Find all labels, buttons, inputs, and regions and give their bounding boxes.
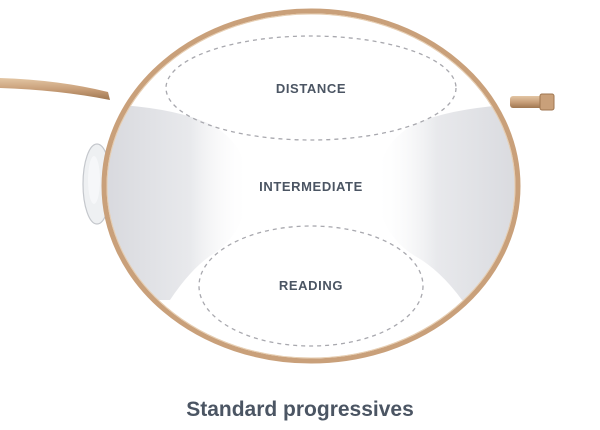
reading-zone-label: READING [279,278,343,293]
blur-regions [104,104,518,300]
left-temple-arm [0,78,110,100]
left-blur-region [104,104,250,300]
diagram-caption: Standard progressives [186,398,414,421]
lens-frame [101,8,521,364]
right-hinge [510,93,555,111]
reading-zone-outline [198,225,424,347]
distance-zone-label: DISTANCE [276,81,346,96]
distance-zone-outline [165,35,457,141]
intermediate-zone-label: INTERMEDIATE [259,179,363,194]
right-blur-region [375,104,518,300]
